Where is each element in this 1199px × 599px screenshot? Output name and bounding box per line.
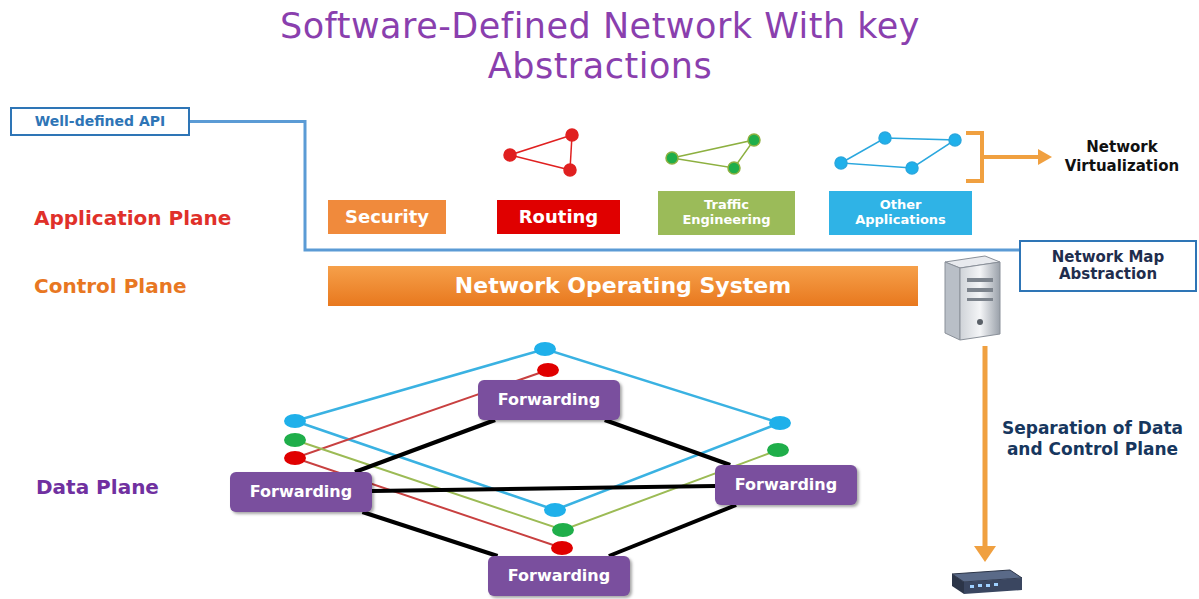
- plane-label: Data Plane: [36, 475, 226, 500]
- application-box: Other Applications: [829, 191, 972, 235]
- node-text: Forwarding: [508, 567, 610, 585]
- node-text: Traffic Engineering: [664, 198, 789, 228]
- server-icon: [945, 256, 1000, 340]
- virtual-topology-red: [504, 129, 578, 176]
- application-box: Security: [328, 200, 446, 234]
- node-text: Forwarding: [498, 391, 600, 409]
- link-line: [362, 512, 497, 556]
- api-box: Well-defined API: [10, 107, 190, 136]
- control-band: Network Operating System: [328, 266, 918, 306]
- link-line: [605, 420, 730, 465]
- node-text: Network Operating System: [455, 273, 791, 298]
- api-connector: [190, 122, 1019, 251]
- forwarding-box: Forwarding: [478, 380, 620, 420]
- forwarding-box: Forwarding: [715, 465, 857, 505]
- virtual-topology-green: [666, 134, 760, 174]
- node-text: Forwarding: [250, 483, 352, 501]
- node-text: Other Applications: [835, 198, 966, 228]
- switch-icon: [952, 570, 1022, 594]
- arrow-head: [1038, 149, 1052, 165]
- diagram-title: Software-Defined Network With key Abstra…: [200, 6, 1000, 86]
- overlay-dots: [284, 342, 791, 555]
- node-text: Security: [345, 207, 429, 228]
- node-text: Routing: [519, 207, 599, 228]
- arrow-head: [974, 546, 996, 562]
- link-line: [609, 505, 736, 556]
- application-box: Routing: [497, 200, 620, 234]
- separation-label: Separation of Data and Control Plane: [1000, 418, 1185, 461]
- link-line: [355, 420, 495, 472]
- application-box: Traffic Engineering: [658, 191, 795, 235]
- plane-label: Application Plane: [34, 206, 294, 231]
- virtual-topology-blue: [835, 132, 961, 174]
- link-line: [372, 486, 715, 491]
- virtualization-label: Network Virtualization: [1048, 138, 1196, 176]
- forwarding-box: Forwarding: [488, 556, 630, 596]
- plane-label: Control Plane: [34, 274, 294, 299]
- virtualization-bracket: [966, 133, 1040, 181]
- node-text: Forwarding: [735, 476, 837, 494]
- node-text: Network Map Abstraction: [1027, 249, 1189, 284]
- forwarding-box: Forwarding: [230, 472, 372, 512]
- abstraction-box: Network Map Abstraction: [1019, 240, 1197, 292]
- separation-arrow: [983, 346, 988, 548]
- node-text: Well-defined API: [35, 113, 165, 129]
